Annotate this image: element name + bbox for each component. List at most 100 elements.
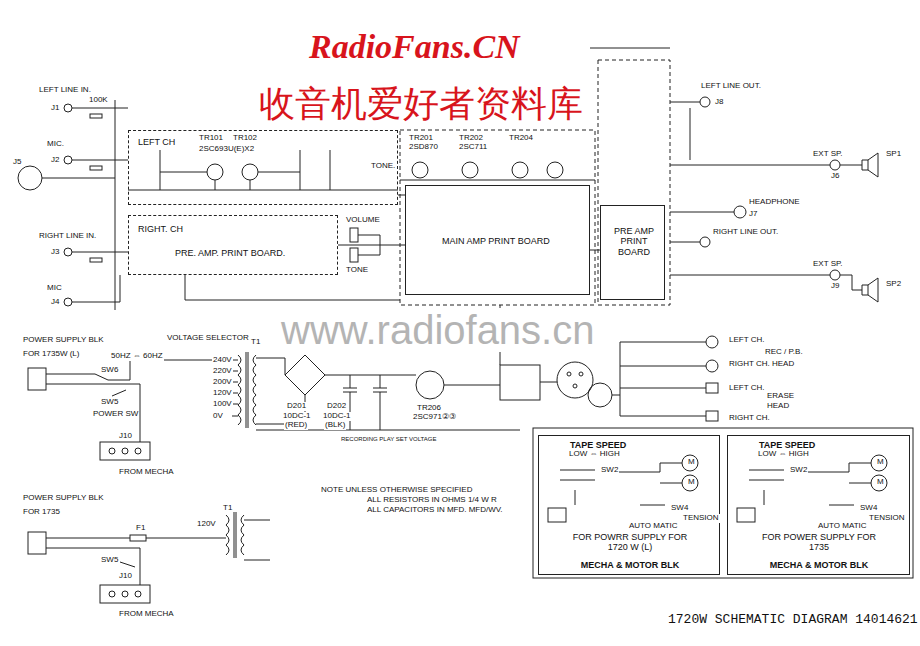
schematic-label: J5 (12, 158, 22, 167)
watermark-text: RadioFans.CN (308, 28, 521, 65)
schematic-label: TONE (345, 266, 369, 275)
schematic-label: M (876, 458, 885, 467)
schematic-label: D202 (326, 402, 347, 411)
schematic-label: ALL CAPACITORS IN MFD. MFD/WV. (366, 506, 504, 515)
schematic-label: J8 (714, 98, 724, 107)
board-connector (338, 245, 405, 246)
schematic-label: RIGHT LINE IN. (38, 232, 97, 241)
schematic-label: EXT SP. (812, 260, 844, 269)
schematic-label: 120V (212, 389, 233, 398)
schematic-label: AUTO MATIC (628, 522, 679, 531)
schematic-label: TONE. (370, 162, 396, 171)
schematic-label: SP2 (885, 280, 902, 289)
schematic-label: TENSION (868, 514, 906, 523)
schematic-label: TR202 (458, 134, 484, 143)
board-label: MAIN AMP PRINT BOARD (441, 236, 551, 246)
schematic-label: J6 (830, 172, 840, 181)
schematic-label: HEADPHONE (748, 198, 801, 207)
schematic-label: MIC. (46, 140, 65, 149)
diagram-title: 1720W SCHEMATIC DIAGRAM 14014621 (668, 612, 918, 627)
schematic-label: POWER SUPPLY BLK (22, 494, 105, 503)
schematic-label: T1 (250, 338, 261, 347)
schematic-label: TR201 (408, 134, 434, 143)
schematic-label: T1 (222, 504, 233, 513)
schematic-label: 100V (212, 400, 233, 409)
schematic-label: SW5 (100, 556, 119, 565)
schematic-label: 2SC693U(E)X2 (198, 145, 255, 154)
schematic-label: SW4 (859, 504, 878, 513)
board-connector (398, 195, 405, 196)
schematic-label: LOW ⇔ HIGH (757, 450, 810, 459)
schematic-label: SW5 (100, 398, 119, 407)
schematic-label: SW2 (600, 466, 619, 475)
schematic-label: NOTE UNLESS OTHERWISE SPECIFIED (320, 486, 473, 495)
board-connector (590, 250, 600, 251)
schematic-label: SW6 (100, 366, 119, 375)
board-label: MECHA & MOTOR BLK (758, 560, 880, 570)
schematic-label: TENSION (682, 514, 720, 523)
board-label: FOR POWER SUPPLY FOR 1735 (758, 532, 880, 553)
schematic-label: TR102 (232, 134, 258, 143)
schematic-label: 200V (212, 378, 233, 387)
schematic-label: M (687, 458, 696, 467)
schematic-label: LEFT LINE OUT. (700, 82, 762, 91)
schematic-label: 50HZ ⇔ 60HZ (110, 352, 164, 361)
schematic-label: HEAD (766, 402, 790, 411)
schematic-label: 100K (88, 96, 109, 105)
schematic-label: TR206 (416, 404, 442, 413)
schematic-label: RIGHT LINE OUT. (712, 228, 779, 237)
schematic-label: J10 (118, 572, 133, 581)
board-box: RIGHT. CHPRE. AMP. PRINT BOARD. (128, 215, 338, 275)
schematic-label: M (687, 478, 696, 487)
board-label: TAPE SPEED (758, 440, 816, 450)
schematic-label: MIC (46, 284, 63, 293)
schematic-label: ALL RESISTORS IN OHMS 1/4 W R (366, 496, 498, 505)
schematic-label: POWER SUPPLY BLK (22, 336, 105, 345)
schematic-label: SP1 (885, 150, 902, 159)
schematic-label: SW2 (789, 466, 808, 475)
board-label: TAPE SPEED (569, 440, 627, 450)
board-box: TAPE SPEED FOR POWER SUPPLY FOR 1735MECHA… (727, 435, 910, 575)
schematic-label: 120V (196, 520, 217, 529)
schematic-label: J1 (50, 104, 60, 113)
schematic-label: LEFT LINE IN. (38, 86, 92, 95)
schematic-label: 2SC711 (458, 143, 488, 152)
schematic-label: RIGHT CH. (728, 414, 771, 423)
schematic-label: VOLTAGE SELECTOR (166, 334, 250, 343)
schematic-label: J2 (50, 156, 60, 165)
schematic-label: J7 (748, 210, 758, 219)
schematic-label: J4 (50, 298, 60, 307)
schematic-label: 2SD870 (408, 143, 439, 152)
schematic-label: ERASE (766, 392, 795, 401)
schematic-label: AUTO MATIC (817, 522, 868, 531)
schematic-label: REC / P.B. (764, 348, 804, 357)
schematic-label: 240V (212, 356, 233, 365)
schematic-label: POWER SW (92, 410, 139, 419)
board-label: PRE AMP PRINT BOARD (607, 226, 661, 257)
board-label: RIGHT. CH (137, 224, 184, 234)
schematic-label: M (876, 478, 885, 487)
schematic-label: F1 (135, 524, 146, 533)
schematic-label: LOW ⇔ HIGH (568, 450, 621, 459)
schematic-label: FOR 1735W (L) (22, 350, 80, 359)
schematic-label: FROM MECHA (118, 610, 175, 619)
schematic-label: 0V (212, 412, 224, 421)
schematic-label: SW4 (670, 504, 689, 513)
schematic-label: 10DC-1 (322, 412, 352, 421)
schematic-label: FOR 1735 (22, 508, 61, 517)
schematic-label: (BLK) (324, 421, 346, 430)
schematic-label: EXT SP. (812, 150, 844, 159)
board-box: LEFT CH (128, 130, 398, 205)
board-box: PRE AMP PRINT BOARD (600, 205, 665, 300)
watermark-text: 收音机爱好者资料库 (258, 84, 584, 124)
schematic-label: RECORDING PLAY SET VOLTAGE (340, 436, 437, 443)
schematic-label: VOLUME (345, 216, 381, 225)
schematic-label: D201 (286, 402, 307, 411)
board-label: LEFT CH (137, 137, 176, 147)
schematic-label: RIGHT CH. HEAD (728, 360, 795, 369)
schematic-label: TR204 (508, 134, 534, 143)
schematic-label: 10DC-1 (282, 412, 312, 421)
schematic-label: J9 (830, 282, 840, 291)
board-box: TAPE SPEEDFOR POWRR SUPPLY FOR 1720 W (L… (538, 435, 720, 575)
schematic-label: 220V (212, 367, 233, 376)
